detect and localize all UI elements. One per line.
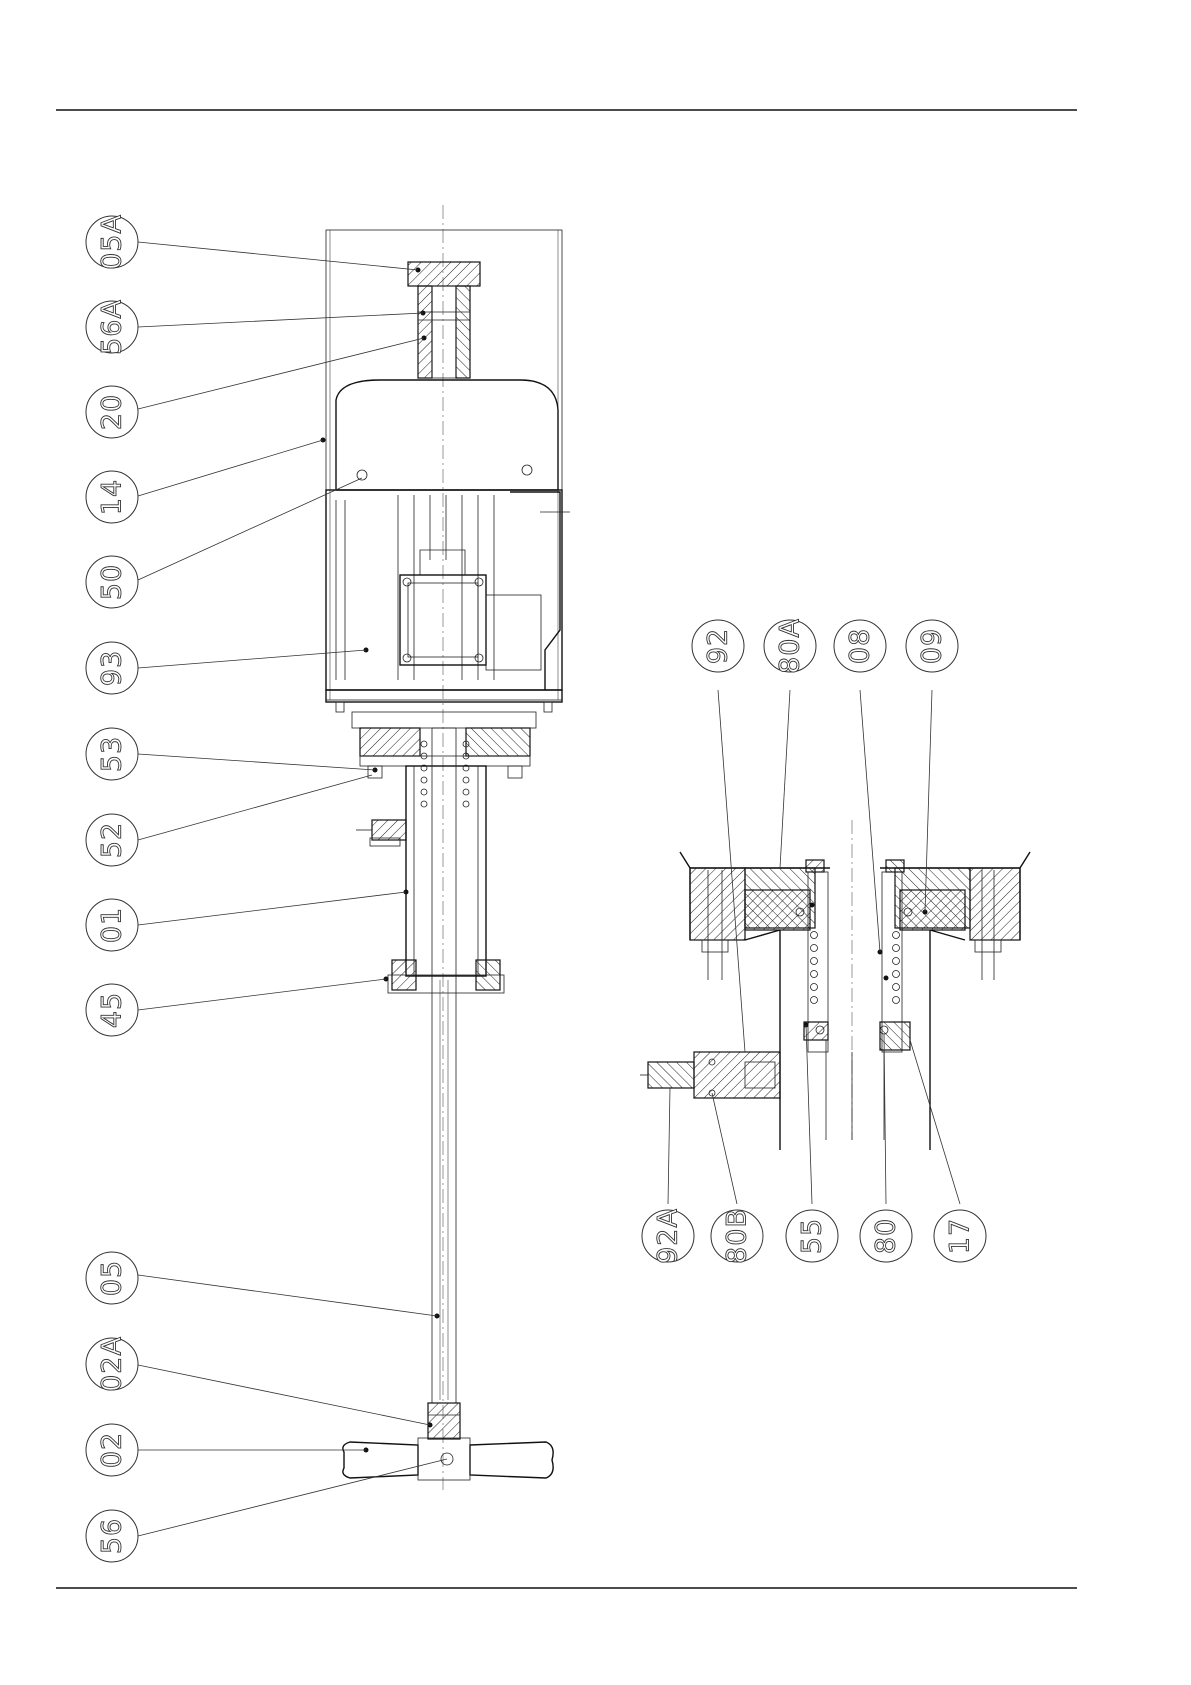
seal-detail-view <box>640 820 1030 1150</box>
callout-01: 01 <box>86 899 138 951</box>
svg-text:80A: 80A <box>775 618 806 674</box>
callout-52: 52 <box>86 814 138 866</box>
svg-text:02A: 02A <box>97 1336 128 1392</box>
callout-93: 93 <box>86 642 138 694</box>
callout-50: 50 <box>86 556 138 608</box>
callout-20: 20 <box>86 386 138 438</box>
callout-80A: 80A <box>764 618 816 674</box>
callout-leaders <box>138 242 960 1536</box>
svg-text:02: 02 <box>97 1432 128 1468</box>
callout-56: 56 <box>86 1510 138 1562</box>
svg-text:53: 53 <box>97 736 128 772</box>
callout-balloons: 05A 56A 20 14 50 93 53 52 <box>86 214 986 1562</box>
svg-text:08: 08 <box>845 628 876 664</box>
callout-53: 53 <box>86 728 138 780</box>
svg-text:80B: 80B <box>722 1208 753 1264</box>
svg-text:92A: 92A <box>653 1208 684 1264</box>
svg-text:92: 92 <box>703 628 734 664</box>
svg-text:01: 01 <box>97 907 128 943</box>
svg-text:80: 80 <box>871 1218 902 1254</box>
callout-80: 80 <box>860 1210 912 1262</box>
callout-92: 92 <box>692 620 744 672</box>
callout-09: 09 <box>906 620 958 672</box>
callout-05: 05 <box>86 1252 138 1304</box>
svg-text:05: 05 <box>97 1260 128 1296</box>
callout-80B: 80B <box>711 1208 763 1264</box>
svg-text:17: 17 <box>945 1218 976 1254</box>
svg-text:55: 55 <box>797 1218 828 1254</box>
svg-text:56: 56 <box>97 1518 128 1554</box>
svg-text:52: 52 <box>97 822 128 858</box>
callout-05A: 05A <box>86 214 138 270</box>
svg-text:50: 50 <box>97 564 128 600</box>
callout-02: 02 <box>86 1424 138 1476</box>
callout-02A: 02A <box>86 1336 138 1392</box>
svg-text:93: 93 <box>97 650 128 686</box>
svg-text:09: 09 <box>917 628 948 664</box>
callout-08: 08 <box>834 620 886 672</box>
svg-text:14: 14 <box>97 479 128 515</box>
callout-17: 17 <box>934 1210 986 1262</box>
callout-14: 14 <box>86 471 138 523</box>
callout-45: 45 <box>86 984 138 1036</box>
main-assembly <box>321 205 571 1490</box>
svg-text:20: 20 <box>97 394 128 430</box>
callout-55: 55 <box>786 1210 838 1262</box>
callout-56A: 56A <box>86 299 138 355</box>
svg-text:05A: 05A <box>97 214 128 270</box>
svg-text:45: 45 <box>97 992 128 1028</box>
svg-text:56A: 56A <box>97 299 128 355</box>
callout-92A: 92A <box>642 1208 694 1264</box>
